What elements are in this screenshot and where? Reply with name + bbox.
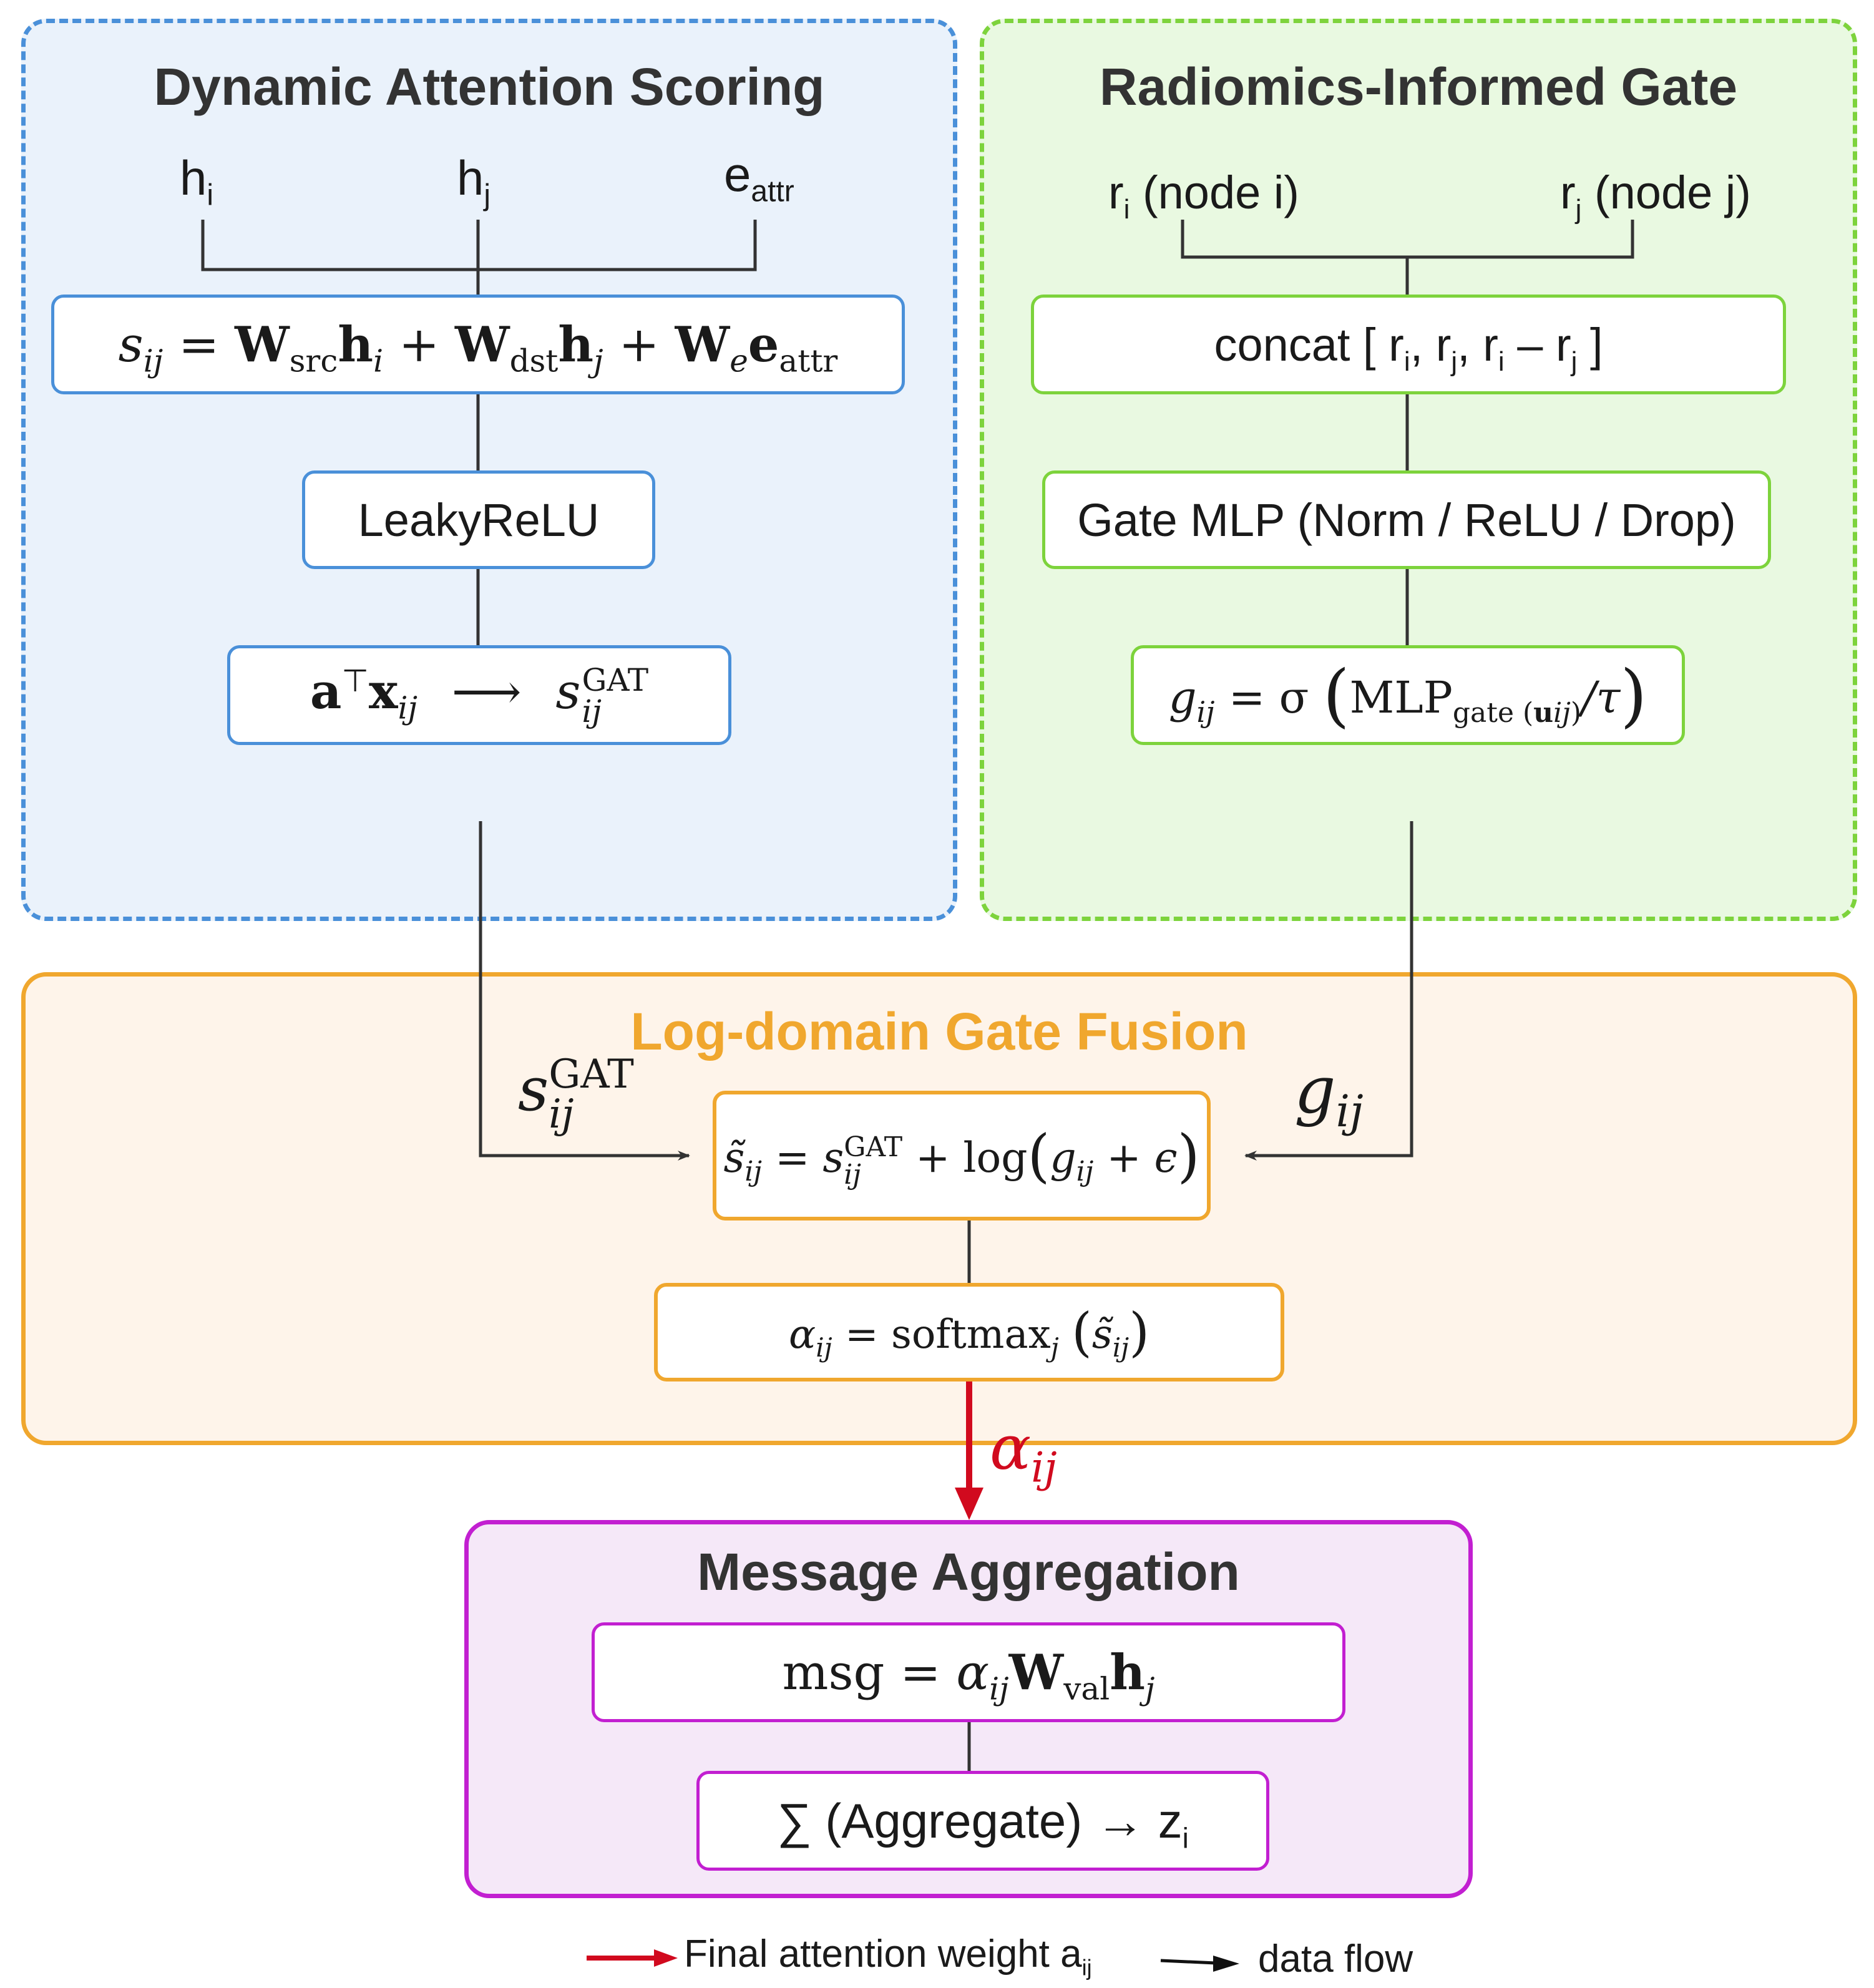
g-flow-label: gij bbox=[1294, 1052, 1364, 1137]
gate-fusion-title: Log-domain Gate Fusion bbox=[630, 1002, 1248, 1061]
input-eattr: eattr bbox=[724, 147, 794, 208]
gate-mlp-box: Gate MLP (Norm / ReLU / Drop) bbox=[1042, 470, 1771, 569]
alpha-red-arrow bbox=[955, 1381, 983, 1520]
softmax-equation-box: αij = softmaxj (s̃ij) bbox=[654, 1283, 1284, 1381]
legend-final-attention-label: Final attention weight aij bbox=[684, 1932, 1092, 1981]
radiomics-gate-title: Radiomics-Informed Gate bbox=[1099, 57, 1738, 116]
input-hi: hi bbox=[180, 150, 214, 212]
aggregate-sum-box: ∑ (Aggregate) → zi bbox=[696, 1771, 1269, 1871]
dynamic-attention-panel: Dynamic Attention Scoring bbox=[21, 19, 957, 921]
input-ri: ri (node i) bbox=[1108, 167, 1299, 225]
g-arrow bbox=[1244, 821, 1413, 1161]
gate-equation-box: gij = σ (MLPgate (uij)/τ) bbox=[1131, 645, 1685, 745]
input-rj: rj (node j) bbox=[1560, 167, 1751, 225]
r-bracket bbox=[1181, 220, 1634, 259]
input-hj: hj bbox=[457, 150, 491, 212]
legend-red-arrow bbox=[587, 1949, 678, 1967]
legend-data-flow-label: data flow bbox=[1258, 1937, 1413, 1981]
concat-box: concat [ ri, rj, ri – rj ] bbox=[1031, 295, 1786, 394]
message-equation-box: msg = αijWvalhj bbox=[592, 1622, 1345, 1722]
dynamic-attention-title: Dynamic Attention Scoring bbox=[154, 57, 825, 116]
radiomics-gate-panel: Radiomics-Informed Gate bbox=[980, 19, 1857, 921]
legend-black-arrow bbox=[1160, 1956, 1239, 1972]
sgat-arrow bbox=[479, 821, 690, 1161]
alpha-flow-label: αij bbox=[990, 1413, 1057, 1492]
score-equation-box: sij = Wsrchi + Wdsthj + Weeattr bbox=[51, 295, 905, 394]
message-aggregation-title: Message Aggregation bbox=[697, 1542, 1240, 1601]
leakyrelu-box: LeakyReLU bbox=[302, 470, 655, 569]
